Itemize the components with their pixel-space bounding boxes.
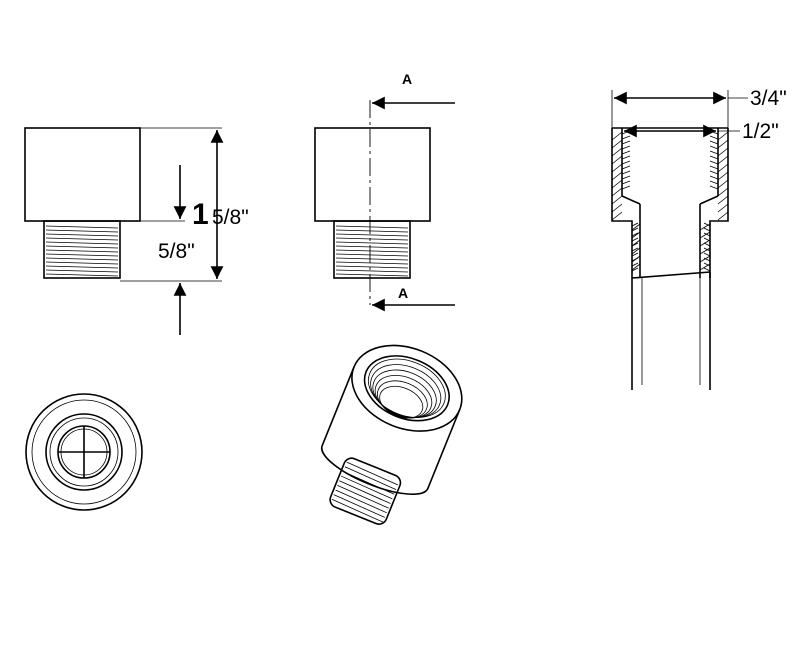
outer-thread-label: 3/4" xyxy=(750,87,787,110)
front-view-threads xyxy=(45,225,119,277)
section-mark-bottom: A xyxy=(398,285,408,301)
side-view-threads xyxy=(335,225,409,277)
inner-thread-label: 1/2" xyxy=(742,120,779,143)
isometric-inner-rings xyxy=(368,358,446,419)
overall-length-whole-label: 1 xyxy=(192,198,209,231)
end-view xyxy=(25,393,143,511)
section-view-threads xyxy=(621,130,719,272)
isometric-view xyxy=(320,344,463,525)
section-view: 3/4" 1/2" xyxy=(611,87,787,390)
thread-length-label: 5/8" xyxy=(158,240,195,263)
front-view: 1 5/8" 5/8" xyxy=(24,127,249,335)
side-view: A A xyxy=(314,71,455,312)
section-hatching xyxy=(611,131,729,271)
overall-length-fraction-label: 5/8" xyxy=(212,206,249,229)
section-mark-top: A xyxy=(402,71,412,87)
